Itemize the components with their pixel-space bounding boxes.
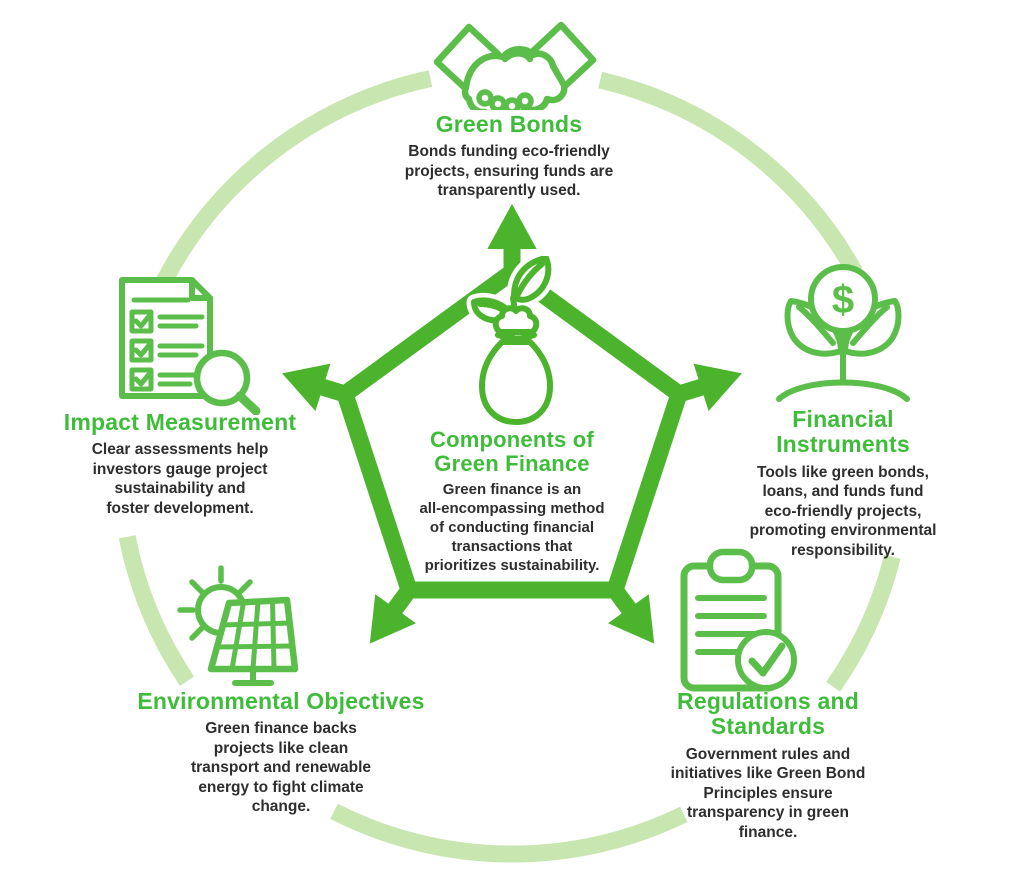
document-sheet (119, 277, 213, 399)
ground-mound (776, 379, 910, 402)
ring-arc-bottom (330, 803, 688, 863)
outer-ring-segments (118, 70, 901, 863)
component-impact-measurement: Impact Measurement Clear assessments hel… (63, 409, 297, 518)
component-description: Bonds funding eco-friendly projects, ens… (404, 143, 614, 200)
clipboard-lines (695, 595, 767, 655)
component-regulations-and-standards: Regulations and Standards Government rul… (640, 688, 896, 842)
component-description: Green finance backs projects like clean … (190, 720, 371, 816)
arrow-right (676, 363, 742, 411)
ring-arc-top-left (155, 70, 433, 288)
arrow-bottom-right (607, 584, 655, 644)
money-plant-icon: $ (776, 264, 910, 402)
clipboard-check-icon (680, 548, 797, 692)
panel-stand (232, 666, 274, 686)
pentagon-outline (335, 261, 689, 599)
component-description: Government rules and initiatives like Gr… (670, 745, 866, 841)
panel-grid (214, 598, 295, 672)
hub-green-finance: Components of Green Finance Green financ… (387, 427, 637, 576)
ring-arc-left (118, 535, 195, 686)
solar-panel-sun-icon (177, 565, 299, 686)
arrow-bottom-left (369, 584, 417, 644)
bag-ruffle (492, 305, 540, 335)
magnifier-lens (193, 349, 251, 407)
magnifier-handle (235, 391, 261, 415)
component-green-bonds: Green Bonds Bonds funding eco-friendly p… (389, 111, 629, 201)
ring-arc-top-right (598, 71, 863, 277)
money-bag-sprout-icon (466, 256, 556, 425)
component-title: Financial Instruments (776, 406, 910, 458)
bag-body (479, 339, 553, 425)
clipboard-clip (706, 548, 756, 584)
ring-arc-right (826, 554, 901, 692)
handshake-icon (433, 21, 597, 110)
sun-rays (177, 565, 253, 641)
check-mark (748, 642, 786, 677)
hub-title: Components of Green Finance (430, 427, 594, 477)
component-title: Impact Measurement (63, 409, 297, 435)
checklist-magnifier-icon (119, 277, 261, 415)
component-title: Regulations and Standards (677, 688, 859, 740)
hub-description: Green finance is an all-encompassing met… (419, 481, 605, 574)
component-title: Environmental Objectives (137, 688, 425, 714)
component-environmental-objectives: Environmental Objectives Green finance b… (137, 688, 425, 817)
component-description: Clear assessments help investors gauge p… (91, 441, 269, 517)
dollar-sign: $ (832, 278, 854, 322)
check-circle (735, 629, 797, 691)
component-financial-instruments: Financial Instruments Tools like green b… (723, 406, 963, 560)
radial-arrows (282, 203, 742, 644)
arrow-left (282, 363, 348, 411)
component-title: Green Bonds (435, 111, 583, 137)
component-description: Tools like green bonds, loans, and funds… (749, 463, 937, 559)
arrow-top (487, 203, 537, 270)
dollar-coin (808, 264, 878, 334)
